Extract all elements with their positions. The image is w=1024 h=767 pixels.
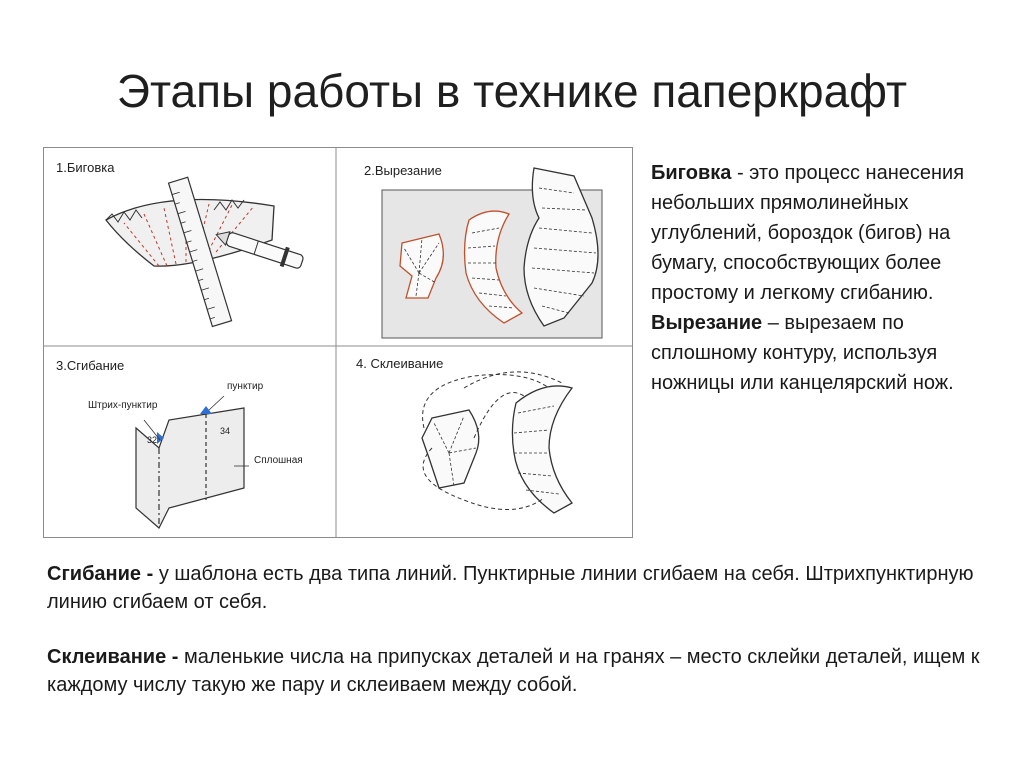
page-title: Этапы работы в технике паперкрафт [116,65,908,117]
gluing-description: маленькие числа на припусках деталей и н… [47,646,980,696]
folding-paragraph: Сгибание - у шаблона есть два типа линий… [47,560,987,616]
term-cutting: Вырезание [651,312,763,334]
scoring-description: - это процесс нанесения небольших прямол… [651,162,965,304]
annotation-solid: Сплошная [254,455,303,466]
panel-label-scoring: 1.Биговка [56,160,115,175]
panel-label-gluing: 4. Склеивание [356,356,444,371]
fold-number-34: 34 [220,426,231,436]
term-scoring: Биговка [651,162,732,184]
stages-illustration [44,148,632,537]
term-folding: Сгибание - [47,563,154,585]
folding-illustration [135,395,249,529]
side-description: Биговка - это процесс нанесения небольши… [651,158,991,398]
scoring-illustration [105,176,304,328]
panel-label-folding: 3.Сгибание [56,358,125,373]
cutting-description: – вырезаем по сплошному контуру, использ… [651,312,954,394]
gluing-illustration [421,371,574,514]
gluing-paragraph: Склеивание - маленькие числа на припуска… [47,643,987,699]
panel-label-cutting: 2.Вырезание [364,163,442,178]
annotation-dotted: пунктир [227,381,264,392]
annotation-dash-dot: Штрих-пунктир [88,400,158,411]
fold-number-32: 32 [147,435,158,445]
term-gluing: Склеивание - [47,646,179,668]
folding-description: у шаблона есть два типа линий. Пунктирны… [47,563,974,613]
papercraft-stages-figure: 1.Биговка 2.Вырезание 3.Сгибание 4. Скле… [43,147,633,538]
cutting-illustration [381,167,603,339]
